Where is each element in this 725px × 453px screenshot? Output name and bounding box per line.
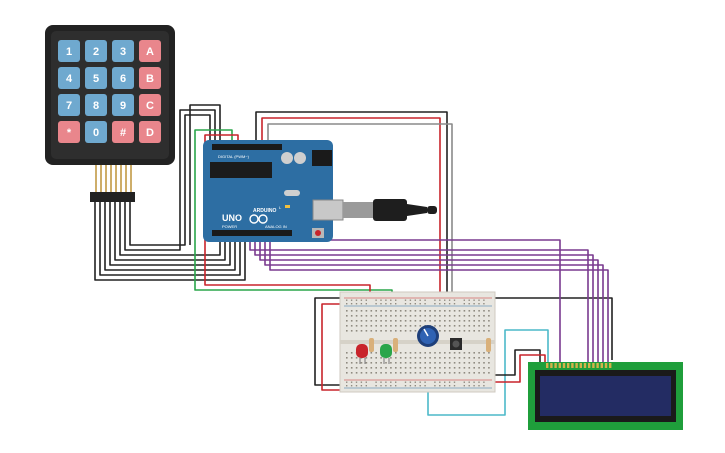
keypad-key-label: 5 xyxy=(93,73,99,85)
keypad-key-label: D xyxy=(146,127,154,139)
keypad-key[interactable]: 1 xyxy=(58,40,80,62)
atmega-chip xyxy=(210,162,272,178)
led-green-icon[interactable] xyxy=(380,344,392,364)
crystal xyxy=(284,190,300,196)
reset-cap xyxy=(315,230,321,236)
lcd-wire-3[interactable] xyxy=(259,240,599,362)
arduino-uno[interactable]: DIGITAL (PWM~) POWER ANALOG IN L ARDUINO… xyxy=(203,140,344,242)
lcd-pins xyxy=(546,363,612,368)
lcd-wire-1[interactable] xyxy=(249,240,589,362)
keypad-wire-9[interactable] xyxy=(189,104,221,245)
usb-port xyxy=(312,199,344,221)
analog-label: ANALOG IN xyxy=(265,224,287,229)
onboard-led xyxy=(285,205,290,208)
lcd-wire-2[interactable] xyxy=(254,240,594,362)
keypad-wire-3[interactable] xyxy=(104,200,236,271)
resistor-icon[interactable] xyxy=(369,338,491,352)
rail-wire-red-left[interactable] xyxy=(321,303,342,391)
keypad-key[interactable]: D xyxy=(139,121,161,143)
keypad-key-label: 7 xyxy=(66,100,72,112)
rail-wire-black-right[interactable] xyxy=(490,297,613,360)
power-jack xyxy=(312,150,332,166)
lcd-wire-red[interactable] xyxy=(490,354,546,383)
keypad-key-label: 3 xyxy=(120,46,126,58)
keypad-key-label: 0 xyxy=(93,127,99,139)
arduino-brand: ARDUINO xyxy=(253,208,276,214)
power-wire-grey[interactable] xyxy=(267,123,453,298)
keypad-key[interactable]: 3 xyxy=(112,40,134,62)
lcd-screen xyxy=(540,376,671,416)
usb-cable-icon xyxy=(343,199,437,221)
keypad-key[interactable]: * xyxy=(58,121,80,143)
power-wire-red[interactable] xyxy=(261,117,441,298)
keypad-key[interactable]: 6 xyxy=(112,67,134,89)
potentiometer-icon[interactable] xyxy=(417,325,439,347)
keypad-key-label: 4 xyxy=(66,73,73,85)
keypad-key-label: * xyxy=(67,127,72,139)
keypad[interactable]: 1 2 3 A 4 5 6 B 7 8 9 C * 0 # D xyxy=(45,25,175,202)
lcd-wire-5[interactable] xyxy=(269,240,609,362)
led-label: L xyxy=(279,205,282,210)
keypad-wire-6[interactable] xyxy=(119,200,221,256)
arduino-infinity-logo xyxy=(249,214,268,224)
keypad-key[interactable]: 2 xyxy=(85,40,107,62)
keypad-key[interactable]: # xyxy=(112,121,134,143)
keypad-ribbon xyxy=(95,165,132,192)
keypad-key[interactable]: C xyxy=(139,94,161,116)
keypad-keys: 1 2 3 A 4 5 6 B 7 8 9 C * 0 # D xyxy=(58,40,161,143)
keypad-wire-5[interactable] xyxy=(114,200,226,261)
keypad-key[interactable]: 8 xyxy=(85,94,107,116)
keypad-header xyxy=(90,192,135,202)
keypad-wire-1[interactable] xyxy=(94,200,246,281)
lcd-wire-black[interactable] xyxy=(490,349,541,376)
lcd-wire-4[interactable] xyxy=(264,240,604,362)
capacitor-2 xyxy=(294,152,306,164)
led-red-icon[interactable] xyxy=(356,344,368,364)
lcd-wire-6[interactable] xyxy=(278,239,561,362)
keypad-key[interactable]: 0 xyxy=(85,121,107,143)
keypad-key[interactable]: 4 xyxy=(58,67,80,89)
keypad-key[interactable]: A xyxy=(139,40,161,62)
arduino-model: UNO xyxy=(222,213,242,223)
digital-label: DIGITAL (PWM~) xyxy=(218,154,250,159)
keypad-key-label: C xyxy=(146,100,154,112)
keypad-key[interactable]: 5 xyxy=(85,67,107,89)
keypad-key-label: 8 xyxy=(93,100,99,112)
power-wire-black[interactable] xyxy=(255,111,448,298)
power-header xyxy=(212,230,292,236)
keypad-key-label: 6 xyxy=(120,73,126,85)
capacitor-1 xyxy=(281,152,293,164)
keypad-key[interactable]: 9 xyxy=(112,94,134,116)
keypad-key-label: # xyxy=(120,127,126,139)
breadboard-holes xyxy=(346,299,490,387)
keypad-key-label: 9 xyxy=(120,100,126,112)
digital-header xyxy=(212,144,282,150)
keypad-key-label: 2 xyxy=(93,46,99,58)
keypad-wire-2[interactable] xyxy=(99,200,241,276)
wires xyxy=(94,104,613,416)
keypad-key-label: B xyxy=(146,73,154,85)
keypad-wire-8[interactable] xyxy=(129,114,211,246)
contrast-wire-cyan[interactable] xyxy=(427,329,549,416)
keypad-key[interactable]: B xyxy=(139,67,161,89)
lcd-display[interactable] xyxy=(528,362,683,430)
keypad-key[interactable]: 7 xyxy=(58,94,80,116)
breadboard[interactable] xyxy=(339,291,496,393)
keypad-key-label: 1 xyxy=(66,46,72,58)
power-label: POWER xyxy=(222,224,237,229)
keypad-wire-7[interactable] xyxy=(124,109,216,251)
rail-wire-black-left[interactable] xyxy=(314,297,342,386)
pushbutton-icon[interactable] xyxy=(450,338,462,350)
keypad-wire-4[interactable] xyxy=(109,200,231,266)
keypad-key-label: A xyxy=(146,46,154,58)
